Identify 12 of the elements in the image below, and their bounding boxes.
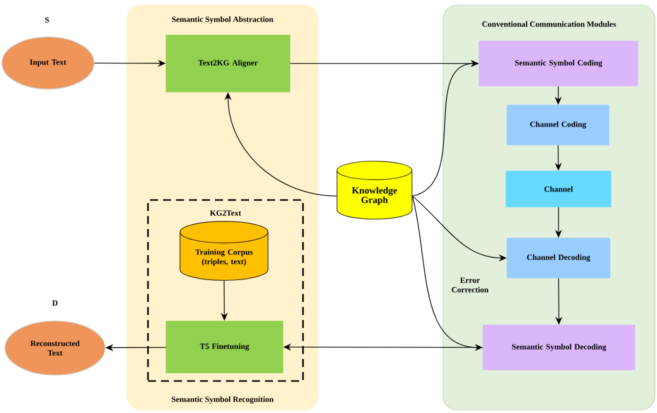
database-cylinder: Training Corpus (triples, text) xyxy=(180,221,268,281)
database-cylinder: Knowledge Graph xyxy=(336,160,412,220)
process-box: Channel Coding xyxy=(506,104,610,146)
process-box: Semantic Symbol Decoding xyxy=(482,324,636,370)
process-box: Channel Decoding xyxy=(506,238,610,278)
process-box: Text2KG Aligner xyxy=(166,34,290,92)
process-box: Channel xyxy=(506,170,612,208)
node-letter: D xyxy=(52,300,58,306)
annotation-text: Error Correction xyxy=(452,278,488,292)
process-box: Semantic Symbol Coding xyxy=(478,40,638,86)
node-letter: S xyxy=(45,17,49,23)
process-box: T5 Finetuning xyxy=(166,320,284,374)
